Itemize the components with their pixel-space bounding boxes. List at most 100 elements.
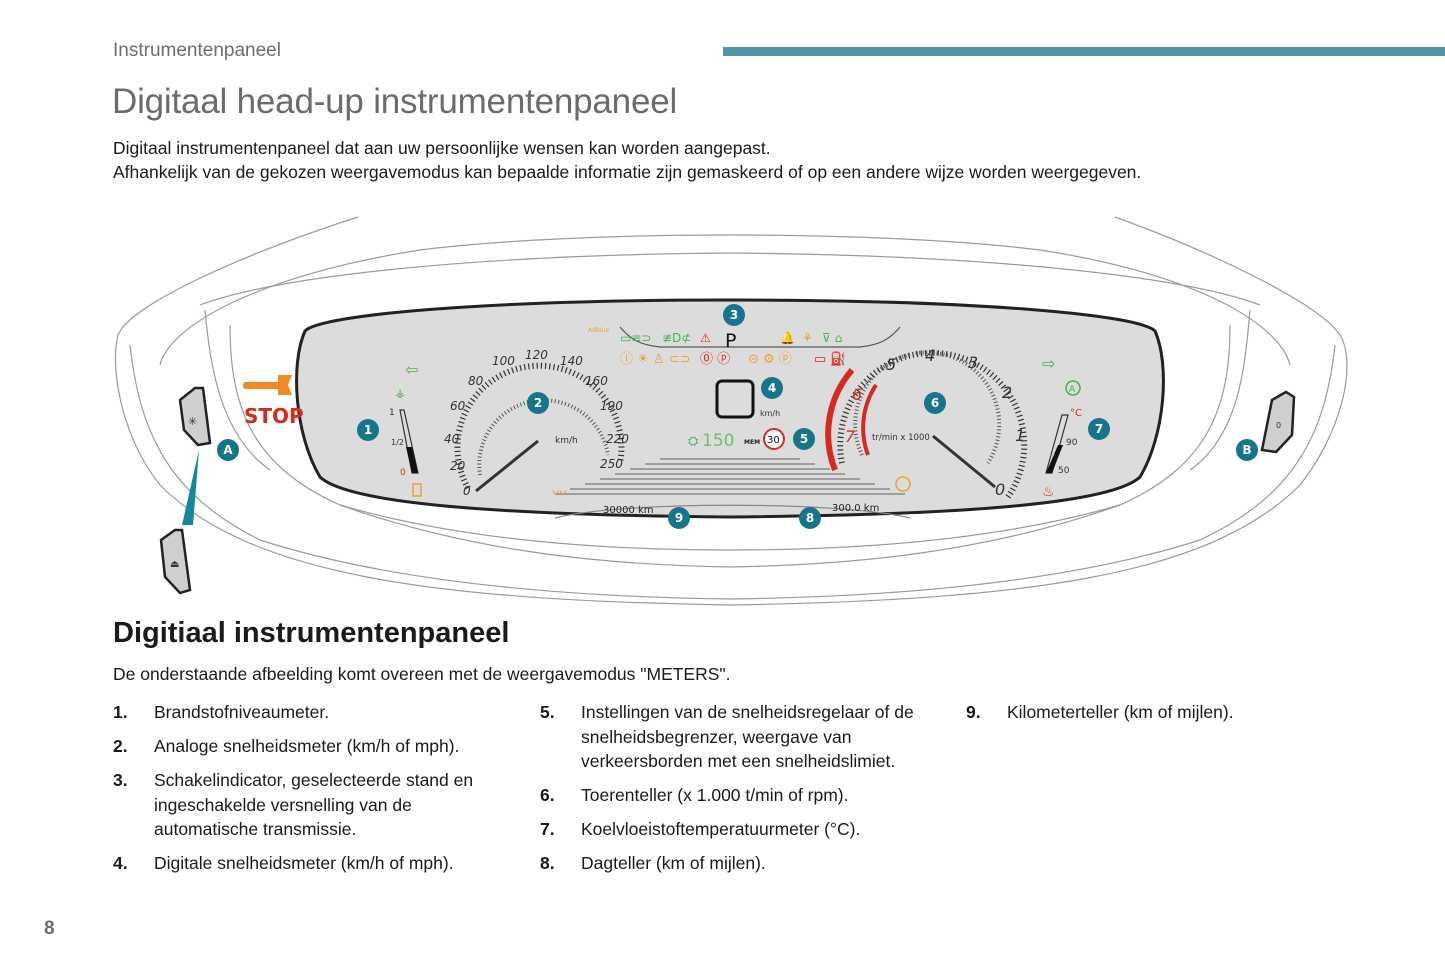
legend-text: Analoge snelheidsmeter (km/h of mph). [154, 736, 460, 756]
coolant-temp-icon: ♨ [1042, 484, 1055, 500]
fuel-label-half: 1/2 [391, 438, 404, 447]
instrument-panel-illustration: km/h tr/min x 1000 1 1/2 0 °C 90 50 ♨ Ad… [114, 216, 1348, 606]
callout-1: 1 [357, 419, 379, 441]
lights-indicator-icon: ⚶ [395, 386, 405, 400]
speedo-tick: 100 [492, 354, 515, 368]
legend-item: 8. Dagteller (km of mijlen). [540, 851, 940, 876]
brightness-button [178, 386, 212, 447]
section-intro: De onderstaande afbeelding komt overeen … [113, 664, 731, 684]
speedo-tick: 60 [450, 399, 466, 413]
legend-text: Brandstofniveaumeter. [154, 702, 330, 722]
svg-text:⚘: ⚘ [802, 331, 813, 345]
green-indicator-icons: ▭≡⊃ ≢D⊄ [620, 331, 691, 345]
svg-text:▭ ⛽: ▭ ⛽ [814, 351, 847, 367]
legend-item: 1. Brandstofniveaumeter. [113, 700, 493, 725]
legend-number: 6. [540, 785, 555, 805]
trip-meter-value: 300.0 km [832, 503, 879, 514]
legend-item: 3. Schakelindicator, geselecteerde stand … [113, 768, 493, 842]
speedo-tick: 160 [585, 374, 608, 388]
speedo-tick: 220 [606, 432, 629, 446]
dashboard-outline [114, 216, 1348, 606]
legend-number: 1. [113, 702, 128, 722]
callout-4: 4 [761, 377, 783, 399]
tachometer-needle [932, 434, 996, 489]
hud-icon: ⏏ [170, 559, 179, 570]
svg-text:1: 1 [364, 423, 372, 437]
fuel-label-empty: 0 [400, 468, 406, 478]
speedo-tick: 20 [450, 459, 466, 473]
tachometer: tr/min x 1000 [825, 349, 1028, 499]
tacho-tick: 2 [1002, 383, 1012, 402]
callout-5: 5 [793, 428, 815, 450]
speedo-tick: 0 [463, 484, 471, 498]
seatbelt-warning-icon: ⚠ [700, 331, 711, 345]
tachometer-tick-labels: 0 1 2 3 4 5 6 7 [845, 346, 1025, 499]
speed-limit-sign [763, 428, 785, 450]
legend-item: 6. Toerenteller (x 1.000 t/min of rpm). [540, 783, 940, 808]
service-wrench-icon [243, 375, 292, 395]
svg-text:ⓘ ☀ ♙ ⊂⊃: ⓘ ☀ ♙ ⊂⊃ [620, 352, 691, 367]
tacho-tick: 7 [845, 427, 856, 446]
legend-text: Digitale snelheidsmeter (km/h of mph). [154, 853, 454, 873]
legend-text: Schakelindicator, geselecteerde stand en… [154, 770, 474, 839]
svg-text:A: A [223, 443, 233, 457]
legend-item: 4.Digitale snelheidsmeter (km/h of mph). [113, 851, 493, 876]
speedo-tick: 250 [600, 457, 623, 471]
right-turn-indicator-icon: ⇨ [1042, 354, 1055, 373]
brightness-icon: ✳ [188, 415, 197, 428]
callout-6: 6 [924, 392, 946, 414]
speedometer-tick-labels: 0 20 40 60 80 100 120 140 160 190 220 25… [444, 348, 629, 498]
digital-speed-unit: km/h [760, 409, 780, 418]
stop-start-icon [1065, 380, 1081, 396]
svg-text:4: 4 [768, 381, 776, 395]
speed-limit-value: 30 [767, 435, 780, 446]
legend-column-1: 1. Brandstofniveaumeter. 2. Analoge snelhe… [113, 700, 493, 885]
speedo-tick: 120 [525, 348, 548, 362]
speedo-tick: 190 [600, 399, 623, 413]
fuel-pump-icon [412, 483, 422, 497]
legend-item: 7.Koelvloeistoftemperatuurmeter (°C). [540, 817, 940, 842]
temp-label-unit: °C [1070, 408, 1082, 419]
right-indicator-icons: 🔔 [780, 331, 795, 345]
warning-lamps-row: ⓘ ☀ ♙ ⊂⊃ ⓪ ⓟ ⊝ ⚙ ⓟ ▭ ⛽ [620, 351, 847, 367]
callout-7: 7 [1088, 418, 1110, 440]
callout-9: 9 [668, 507, 690, 529]
lane-graphic [555, 458, 905, 495]
glow-plug-icon: ᴗᴗ [552, 483, 567, 497]
legend-column-2: 5.Instellingen van de snelheidsregelaar … [540, 700, 940, 885]
svg-text:7: 7 [1095, 422, 1103, 436]
svg-text:6: 6 [931, 396, 939, 410]
callout-8: 8 [799, 507, 821, 529]
svg-text:3: 3 [730, 308, 738, 322]
speedo-tick: 40 [444, 432, 460, 446]
digital-speed-display [715, 379, 755, 419]
tacho-tick: 4 [925, 346, 935, 365]
svg-text:8: 8 [806, 511, 814, 525]
hud-button [159, 528, 192, 595]
brake-warning-icon [895, 476, 911, 492]
legend-number: 9. [966, 702, 981, 722]
legend-item: 9. Kilometerteller (km of mijlen). [966, 700, 1286, 725]
cruise-control-icon: ⛭ [688, 434, 699, 449]
legend-column-3: 9. Kilometerteller (km of mijlen). [966, 700, 1286, 734]
svg-text:⊝ ⚙ ⓟ: ⊝ ⚙ ⓟ [748, 352, 792, 367]
legend-number: 2. [113, 736, 128, 756]
fuel-label-full: 1 [389, 408, 395, 418]
legend-text: Kilometerteller (km of mijlen). [1007, 702, 1234, 722]
legend-number: 8. [540, 853, 555, 873]
trip-reset-icon: 0 [1276, 421, 1281, 430]
tacho-tick: 5 [886, 355, 896, 374]
section-label: Instrumentenpaneel [113, 40, 281, 61]
legend-text: Dagteller (km of mijlen). [581, 853, 766, 873]
legend-number: 7. [540, 819, 555, 839]
intro-text: Digitaal instrumentenpaneel dat aan uw p… [113, 136, 1141, 184]
tacho-tick: 6 [852, 385, 862, 404]
legend-number: 3. [113, 770, 128, 790]
tacho-tick: 0 [995, 480, 1005, 499]
svg-text:⊽ ⌂: ⊽ ⌂ [822, 331, 842, 345]
svg-text:9: 9 [675, 511, 683, 525]
speedometer-unit: km/h [555, 436, 578, 446]
temperature-gauge: °C 90 50 ♨ [1042, 408, 1082, 500]
stop-warning: STOP [244, 404, 304, 428]
legend-text: Toerenteller (x 1.000 t/min of rpm). [581, 785, 849, 805]
